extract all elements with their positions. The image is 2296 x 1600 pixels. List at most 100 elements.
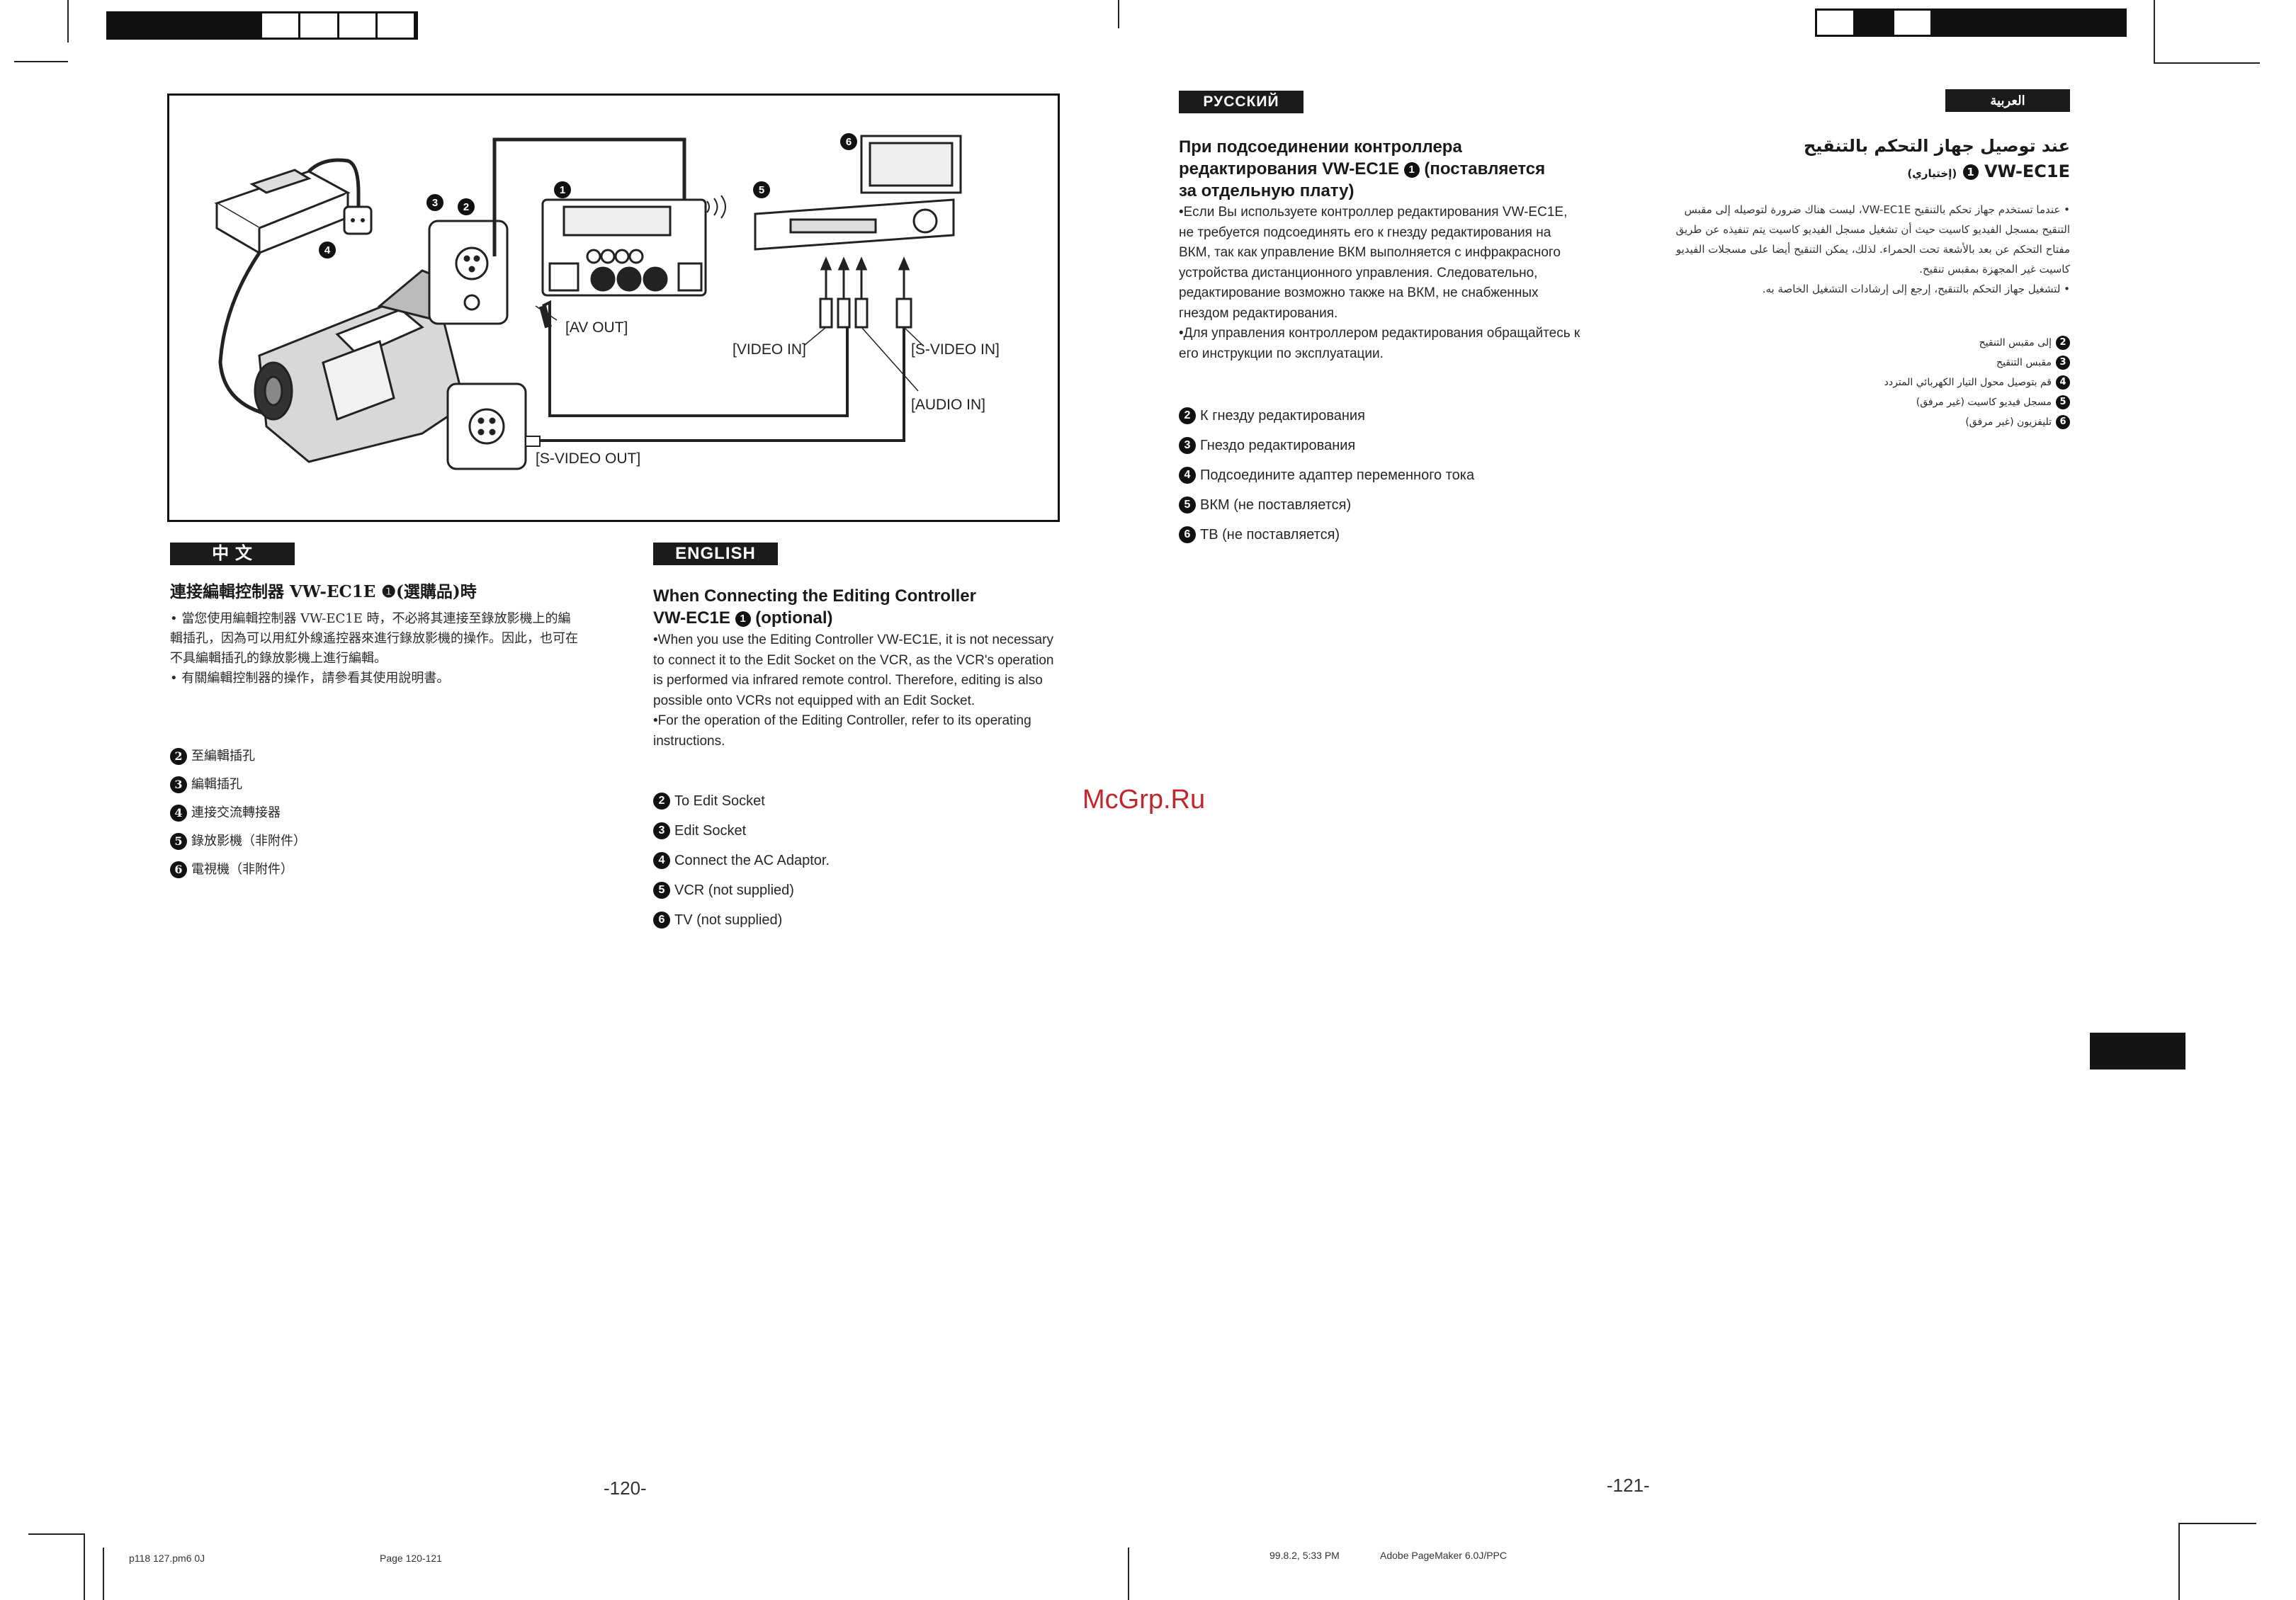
label-s-video-in: [S-VIDEO IN]	[911, 341, 1000, 358]
av-cable	[542, 300, 849, 417]
footer-pages: Page 120-121	[380, 1553, 442, 1564]
edit-socket-inset	[428, 220, 509, 325]
crop-mark	[2154, 62, 2260, 64]
crop-mark	[28, 1533, 85, 1535]
arabic-heading-line1: عند توصيل جهاز التحكم بالتنقيح	[1803, 136, 2070, 156]
vcr-illustration	[754, 198, 955, 251]
russian-heading: При подсоединении контроллера редактиров…	[1179, 136, 1604, 202]
english-body: •When you use the Editing Controller VW-…	[653, 630, 1064, 751]
crop-mark	[84, 1533, 85, 1600]
english-heading: When Connecting the Editing Controller V…	[653, 585, 1078, 629]
chinese-body: • 當您使用編輯控制器 VW-EC1E 時，不必將其連接至錄放影機上的編輯插孔，…	[170, 609, 581, 688]
s-video-socket-inset	[446, 382, 527, 470]
callout-4: 4	[319, 242, 336, 259]
crop-mark	[2178, 1523, 2180, 1600]
power-plug	[343, 205, 373, 235]
arabic-bullet-1: • عندما تستخدم جهاز تحكم بالتنقيح VW-EC1…	[1675, 203, 2070, 276]
infrared-waves-icon	[706, 195, 726, 219]
edit-cable	[492, 137, 686, 256]
page-number-right: -121-	[1607, 1475, 1650, 1496]
svg-text:6: 6	[846, 136, 852, 148]
russian-heading-line3: за отдельную плату)	[1179, 181, 1355, 200]
chinese-bullet-2: • 有關編輯控制器的操作，請參看其使用說明書。	[170, 671, 450, 686]
label-video-in: [VIDEO IN]	[733, 341, 806, 358]
russian-bullet-1: •Если Вы используете контроллер редактир…	[1179, 205, 1568, 321]
crop-mark	[1128, 1548, 1129, 1600]
arabic-heading-line2: VW-EC1E 1 (إختياري)	[1907, 161, 2070, 181]
s-video-cable	[540, 327, 905, 442]
svg-text:3: 3	[432, 197, 438, 209]
svg-text:2: 2	[463, 201, 469, 213]
crop-mark	[14, 61, 68, 62]
russian-bullet-2: •Для управления контроллером редактирова…	[1179, 326, 1580, 361]
svg-text:1: 1	[560, 184, 565, 196]
svg-text:4: 4	[324, 244, 331, 256]
label-s-video-out: [S-VIDEO OUT]	[536, 450, 640, 467]
dc-cable	[218, 251, 274, 418]
lang-label-english: ENGLISH	[653, 543, 778, 565]
footer-date: 99.8.2, 5:33 PM	[1269, 1550, 1340, 1561]
callout-6: 6	[840, 133, 857, 150]
svg-text:5: 5	[759, 184, 764, 196]
watermark: McGrp.Ru	[1082, 785, 1206, 815]
arabic-heading: عند توصيل جهاز التحكم بالتنقيح VW-EC1E 1…	[1615, 133, 2070, 186]
callout-1: 1	[554, 181, 571, 198]
russian-heading-line1: При подсоединении контроллера	[1179, 137, 1462, 157]
callout-3: 3	[426, 194, 443, 211]
lang-label-arabic: العربية	[1945, 89, 2070, 112]
side-tab	[2090, 1033, 2185, 1069]
arabic-bullet-2: • لتشغيل جهاز التحكم بالتنقيح، إرجع إلى …	[1762, 283, 2070, 295]
label-audio-in: [AUDIO IN]	[911, 397, 985, 413]
page-number-left: -120-	[604, 1477, 647, 1499]
lang-label-chinese: 中 文	[170, 543, 295, 565]
crop-mark	[2178, 1523, 2256, 1524]
label-av-out: [AV OUT]	[565, 319, 628, 336]
crop-mark	[67, 0, 69, 42]
footer-file: p118 127.pm6 0J	[129, 1553, 205, 1564]
chinese-bullet-1: • 當您使用編輯控制器 VW-EC1E 時，不必將其連接至錄放影機上的編輯插孔，…	[170, 611, 578, 666]
chinese-heading: 連接編輯控制器 VW-EC1E ❶(選購品)時	[170, 582, 477, 601]
english-heading-line1: When Connecting the Editing Controller	[653, 586, 976, 606]
callout-2: 2	[458, 198, 475, 215]
power-cord	[307, 158, 361, 207]
crop-mark	[103, 1548, 104, 1600]
editing-controller-illustration	[541, 198, 707, 297]
english-heading-line2: VW-EC1E 1 (optional)	[653, 608, 833, 628]
header-tab-strip-right	[1815, 8, 2127, 37]
ac-adaptor-illustration	[214, 169, 351, 255]
russian-body: •Если Вы используете контроллер редактир…	[1179, 203, 1583, 364]
crop-mark	[1118, 0, 1119, 28]
arabic-body: • عندما تستخدم جهاز تحكم بالتنقيح VW-EC1…	[1658, 200, 2070, 299]
header-tab-strip-left	[106, 11, 418, 40]
connection-diagram: 1 2 3 4 5 6 [AV OUT] [VIDEO IN] [S-VIDEO…	[167, 93, 1060, 522]
russian-heading-line2: редактирования VW-EC1E 1 (поставляется	[1179, 159, 1546, 178]
tv-illustration	[860, 135, 962, 194]
lang-label-russian: РУССКИЙ ЯЗЫК	[1179, 91, 1303, 132]
crop-mark	[2154, 0, 2155, 64]
callout-5: 5	[753, 181, 770, 198]
english-bullet-1: •When you use the Editing Controller VW-…	[653, 632, 1054, 708]
